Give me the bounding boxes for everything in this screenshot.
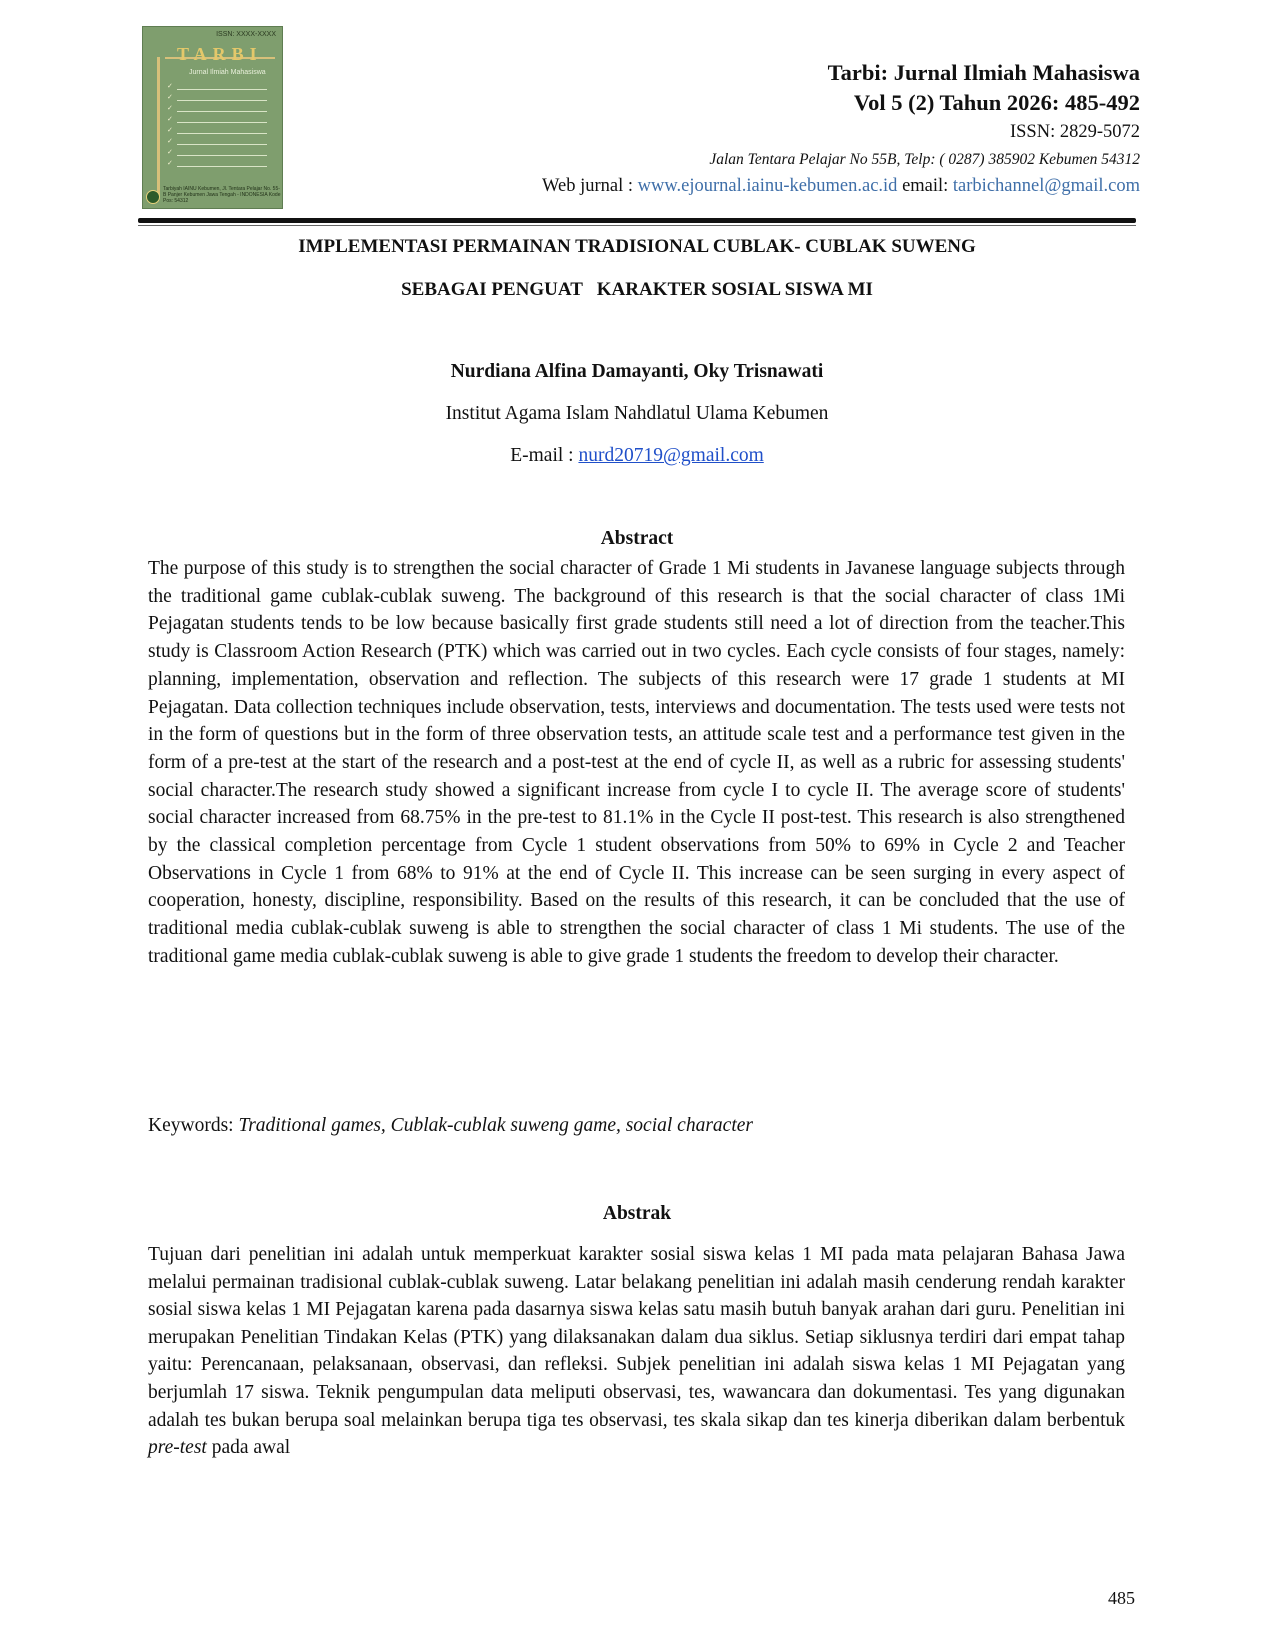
journal-volume: Vol 5 (2) Tahun 2026: 485-492 — [853, 90, 1140, 115]
cover-footer: Tarbiyah IAINU Kebumen, Jl. Tentara Pela… — [163, 186, 281, 204]
author-email-label: E-mail : — [510, 445, 579, 466]
journal-web-line: Web jurnal : www.ejournal.iainu-kebumen.… — [542, 173, 1140, 199]
author-email-link[interactable]: nurd20719@gmail.com — [578, 445, 764, 466]
cover-subtitle: Jurnal Ilmiah Mahasiswa — [189, 69, 266, 76]
keywords-value: Traditional games, Cublak-cublak suweng … — [238, 1115, 753, 1136]
header-divider — [138, 218, 1136, 223]
email-label: email: — [897, 176, 953, 196]
journal-name: Tarbi: Jurnal Ilmiah Mahasiswa — [827, 60, 1140, 85]
journal-issn: ISSN: 2829-5072 — [1009, 122, 1140, 142]
journal-header: Tarbi: Jurnal Ilmiah Mahasiswa Vol 5 (2)… — [542, 58, 1140, 199]
page-number: 485 — [1108, 1588, 1135, 1608]
cover-logo: TARBI — [177, 44, 263, 64]
keywords-label: Keywords: — [148, 1115, 239, 1136]
cover-checklist — [167, 82, 267, 177]
cover-seal-icon — [146, 190, 160, 204]
cover-decor-bar — [157, 57, 160, 197]
journal-web-link[interactable]: www.ejournal.iainu-kebumen.ac.id — [637, 176, 898, 196]
abstract-text: The purpose of this study is to strength… — [148, 558, 1125, 967]
abstrak-text-end: pada awal — [206, 1437, 291, 1459]
journal-address: Jalan Tentara Pelajar No 55B, Telp: ( 02… — [709, 151, 1140, 168]
journal-email-link[interactable]: tarbichannel@gmail.com — [952, 176, 1140, 196]
abstract-heading: Abstract — [600, 528, 674, 549]
cover-decor-band — [165, 57, 275, 59]
article-authors: Nurdiana Alfina Damayanti, Oky Trisnawat… — [450, 361, 824, 382]
cover-issn-tag: ISSN: XXXX-XXXX — [216, 31, 276, 38]
abstrak-italic-term: pre-test — [148, 1437, 207, 1459]
abstrak-text: Tujuan dari penelitian ini adalah untuk … — [148, 1241, 1125, 1462]
keywords-line: Keywords: Traditional games, Cublak-cubl… — [148, 1115, 753, 1137]
abstrak-heading: Abstrak — [602, 1203, 672, 1224]
web-label: Web jurnal : — [542, 176, 638, 196]
author-email-line: E-mail : nurd20719@gmail.com — [142, 445, 1132, 467]
abstrak-text-main: Tujuan dari penelitian ini adalah untuk … — [148, 1244, 1125, 1431]
article-institution: Institut Agama Islam Nahdlatul Ulama Keb… — [445, 403, 829, 424]
article-title-line1: IMPLEMENTASI PERMAINAN TRADISIONAL CUBLA… — [298, 236, 976, 257]
article-title-line2: SEBAGAI PENGUAT KARAKTER SOSIAL SISWA MI — [401, 279, 873, 300]
header-divider-thin — [138, 225, 1136, 226]
journal-cover-image: ISSN: XXXX-XXXX TARBI Jurnal Ilmiah Maha… — [142, 26, 283, 209]
